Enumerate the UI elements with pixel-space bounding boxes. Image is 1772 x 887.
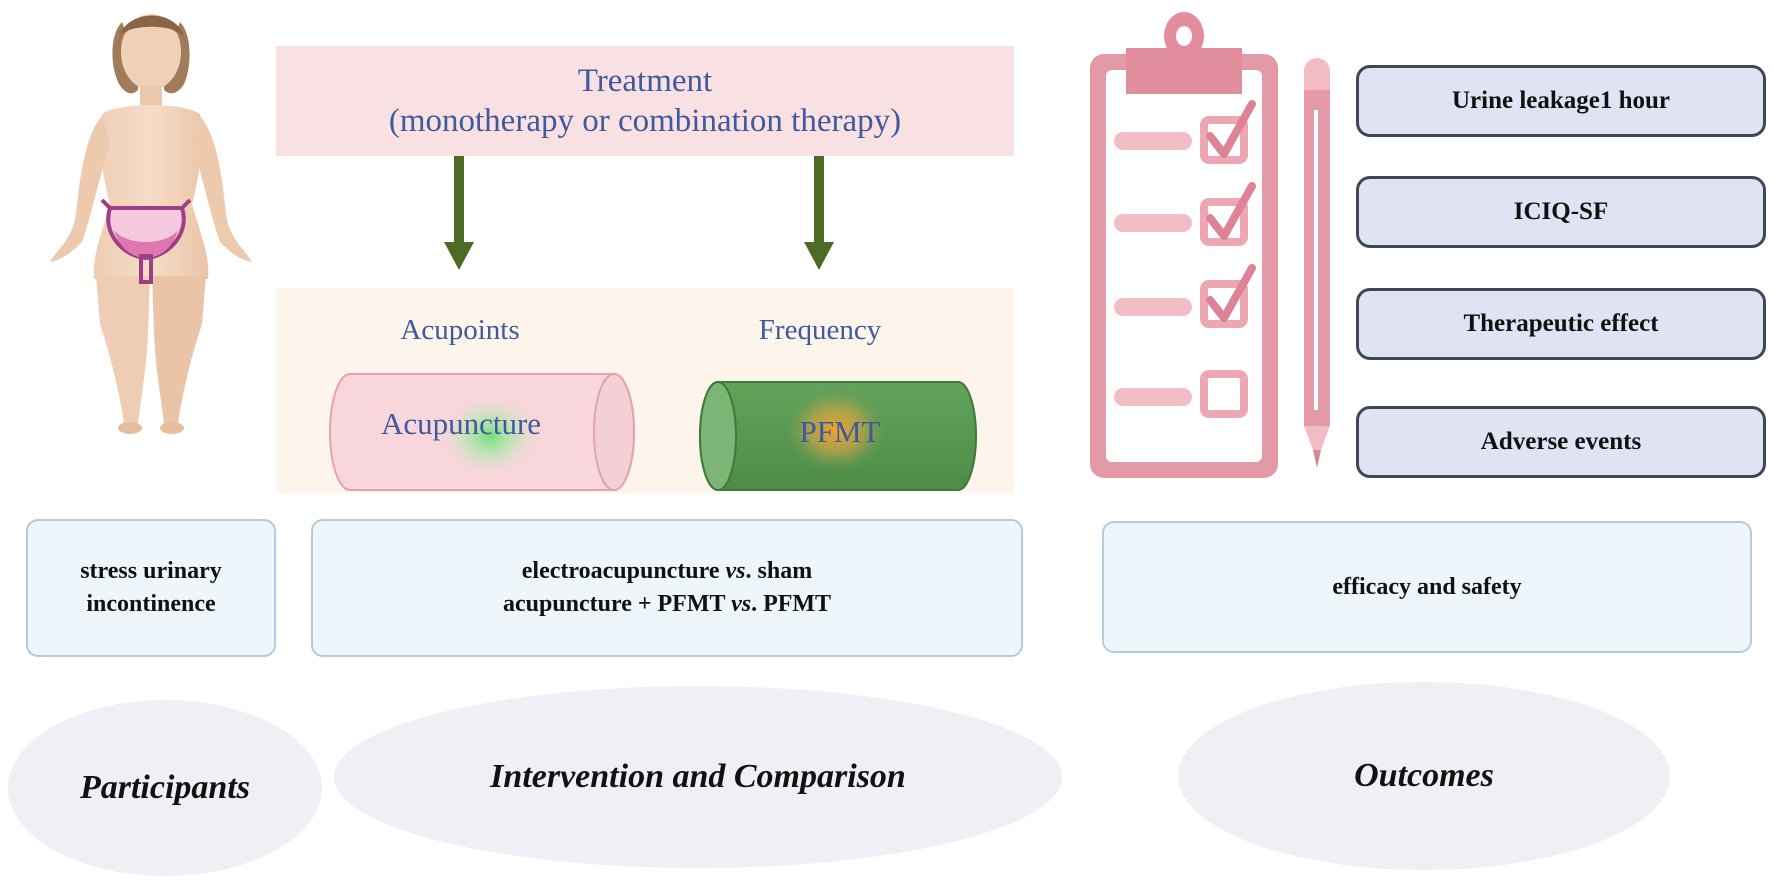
intervention-ellipse: Intervention and Comparison: [334, 686, 1062, 868]
acupoints-label: Acupoints: [400, 314, 520, 346]
intervention-line1: electroacupuncture vs. sham: [521, 558, 813, 584]
participants-line2: incontinence: [86, 591, 216, 617]
arrow-down-icon-right: [804, 156, 834, 270]
participants-category: Participants: [79, 769, 251, 806]
treatment-subtitle: (monotherapy or combination therapy): [388, 103, 902, 139]
outcomes-category: Outcomes: [1354, 757, 1494, 794]
pfmt-cylinder: [699, 381, 977, 491]
outcomes-summary: efficacy and safety: [1332, 573, 1522, 600]
intervention-category: Intervention and Comparison: [490, 758, 906, 795]
treatment-title: Treatment: [577, 63, 713, 99]
outcome-box-2: ICIQ-SF: [1356, 176, 1766, 248]
outcome-box-1: Urine leakage1 hour: [1356, 65, 1766, 137]
acupuncture-cylinder: [329, 373, 635, 491]
intervention-line2: acupuncture + PFMT vs. PFMT: [502, 591, 832, 617]
frequency-label: Frequency: [758, 314, 882, 346]
participants-box: stress urinary incontinence: [26, 519, 276, 657]
woman-figure-illustration: [50, 14, 252, 434]
outcomes-summary-box: efficacy and safety: [1102, 521, 1752, 653]
treatment-box: Treatment (monotherapy or combination th…: [276, 46, 1014, 156]
outcome-box-3: Therapeutic effect: [1356, 288, 1766, 360]
outcome-box-4: Adverse events: [1356, 406, 1766, 478]
arrow-down-icon-left: [444, 156, 474, 270]
outcomes-ellipse: Outcomes: [1178, 682, 1670, 870]
acupuncture-label: Acupuncture: [380, 406, 542, 441]
clipboard-checklist-icon: [1090, 12, 1278, 478]
intervention-box: electroacupuncture vs. sham acupuncture …: [311, 519, 1023, 657]
participants-ellipse: Participants: [8, 700, 322, 876]
participants-line1: stress urinary: [80, 558, 222, 584]
pfmt-label: PFMT: [799, 414, 881, 449]
pen-icon: [1304, 58, 1330, 468]
